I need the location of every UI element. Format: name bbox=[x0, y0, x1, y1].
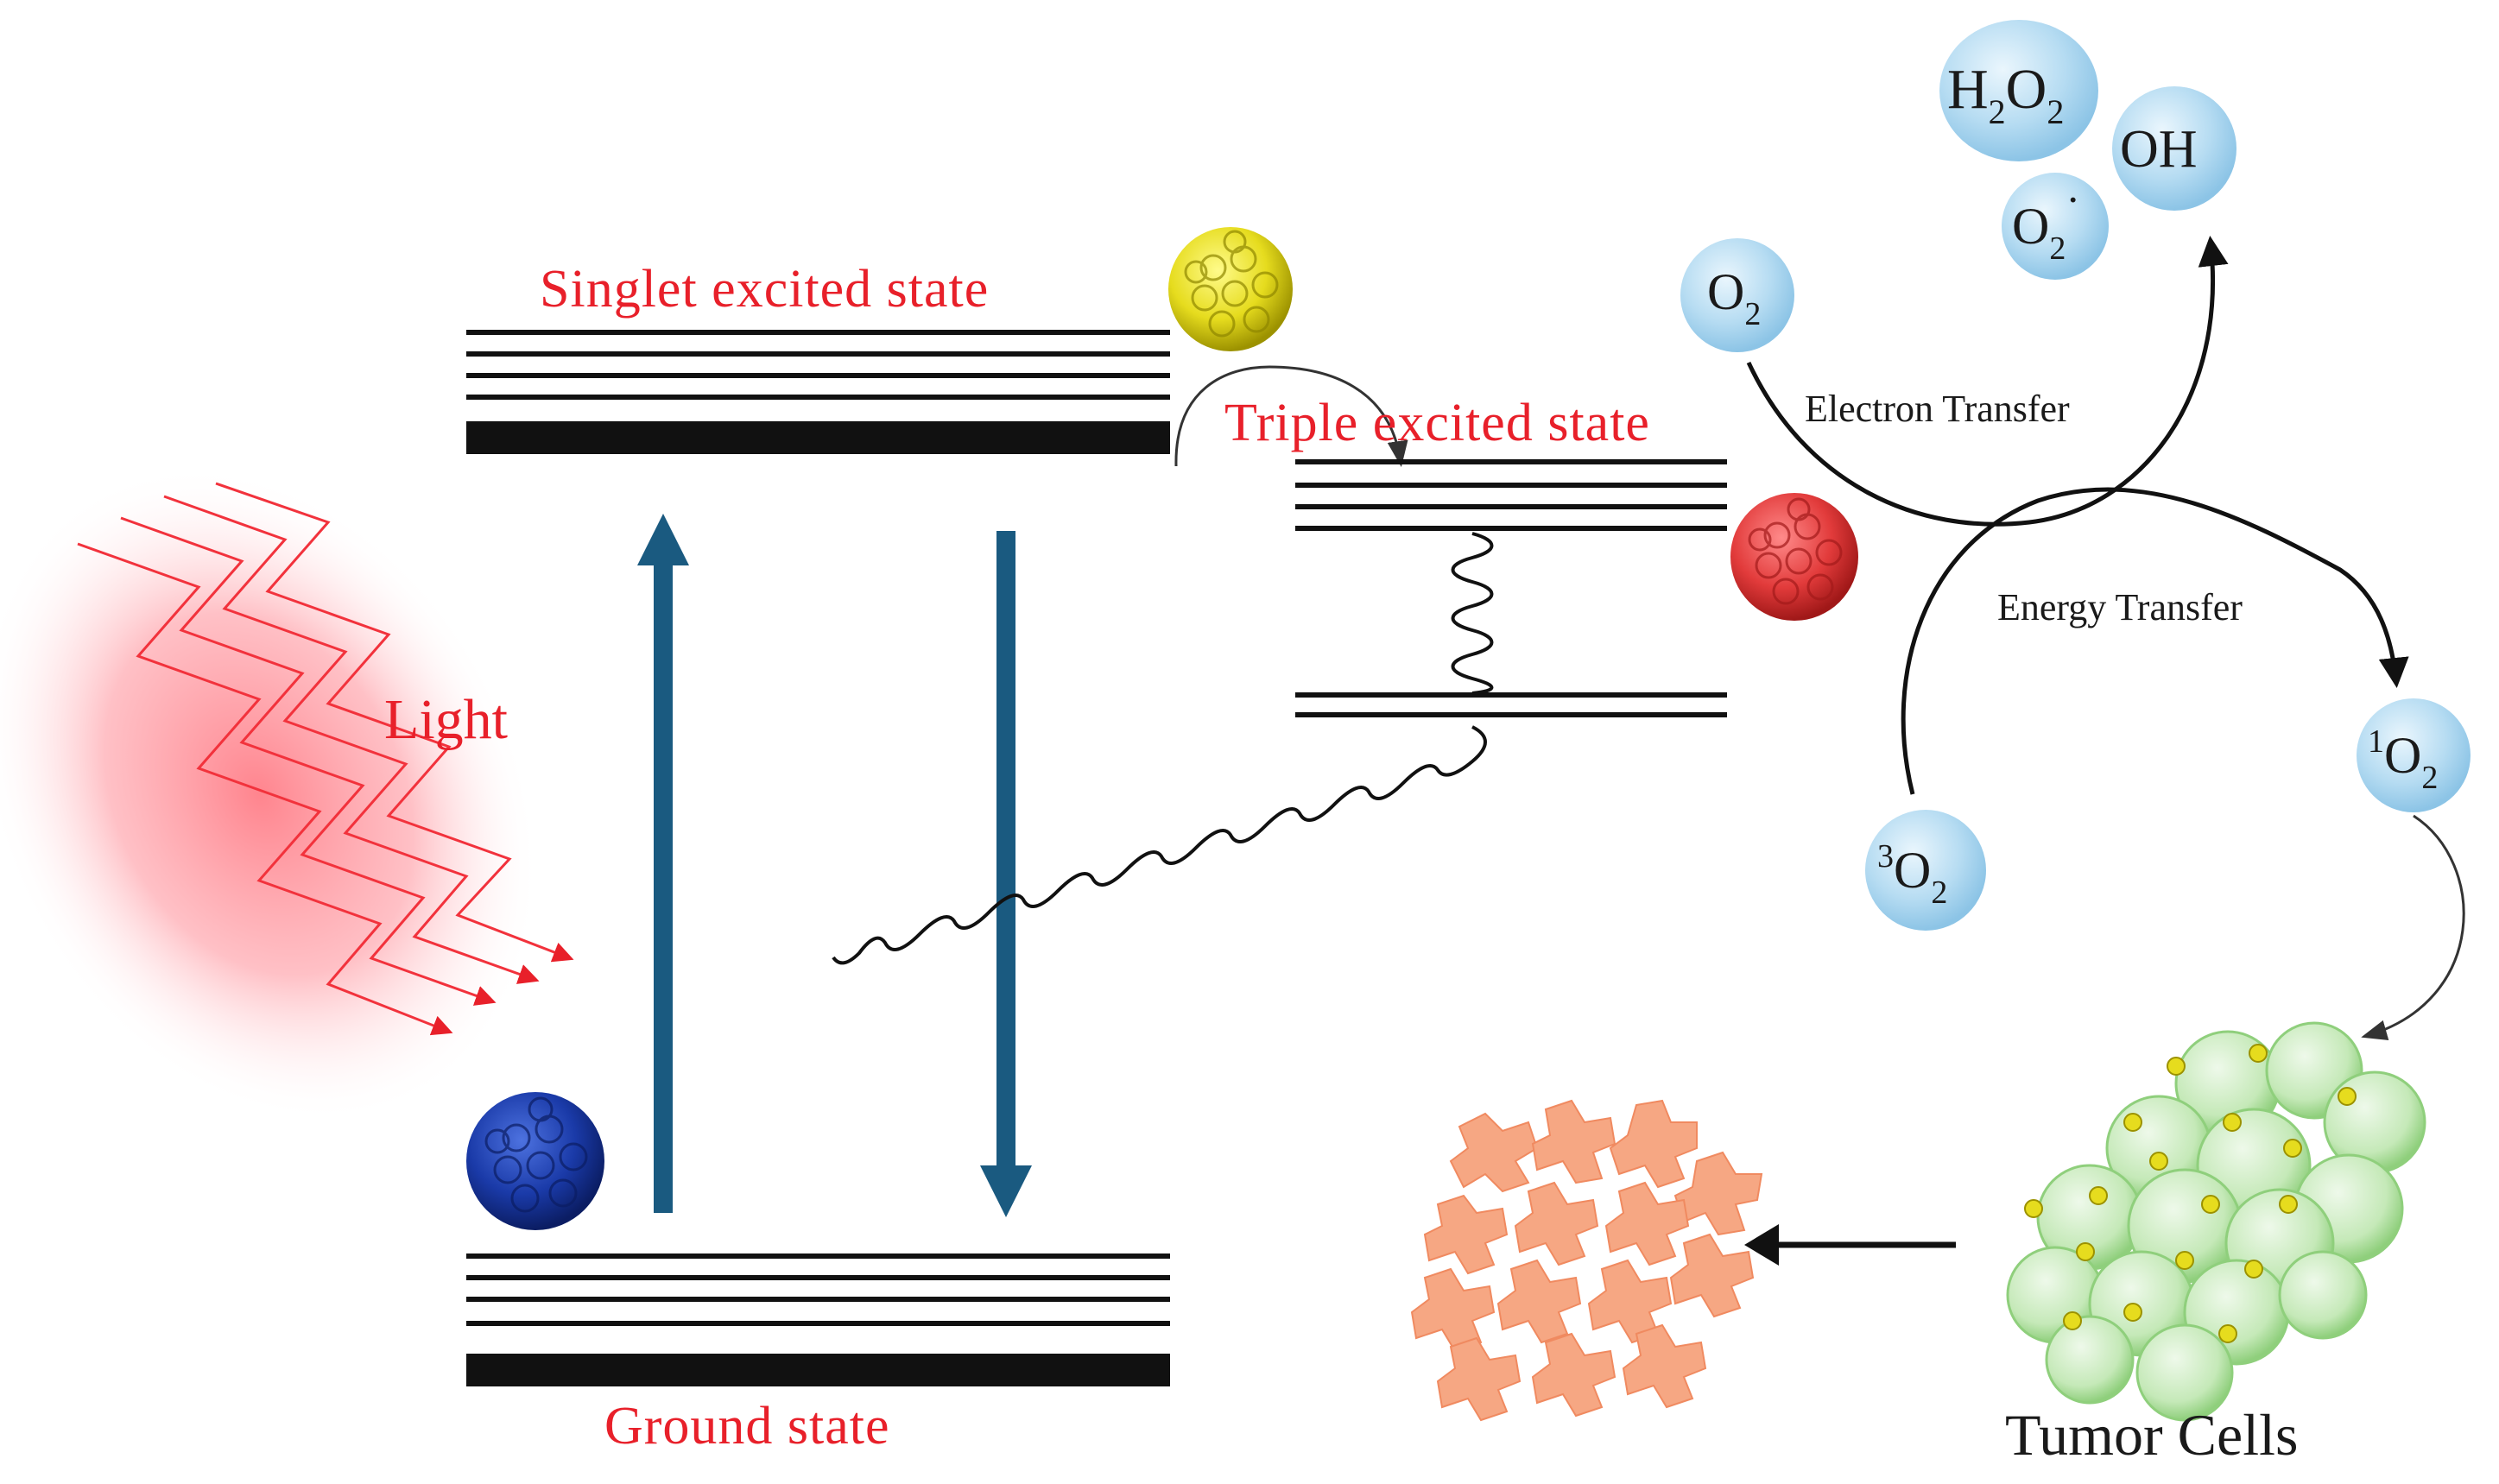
photosensitizer-dots bbox=[2024, 1044, 2357, 1343]
svg-text:O2: O2 bbox=[1707, 263, 1761, 332]
h2o2-sub2: 2 bbox=[2047, 92, 2064, 131]
electron-transfer-arrow bbox=[1746, 236, 2229, 527]
triplet-oxygen-pre: 3 bbox=[1877, 838, 1894, 875]
ground-state-label: Ground state bbox=[604, 1397, 890, 1456]
c60-fullerene-icon bbox=[466, 1092, 604, 1230]
svg-text:3O2: 3O2 bbox=[1877, 838, 1947, 911]
singlet-oxygen-bubble: 1O2 bbox=[2357, 698, 2471, 812]
energy-transfer-label: Energy Transfer bbox=[1997, 586, 2243, 628]
singlet-oxygen-o: O bbox=[2384, 727, 2421, 784]
singlet-oxygen-to-cells-arrow bbox=[2361, 814, 2465, 1040]
cell-death-arrow bbox=[1744, 1224, 1956, 1266]
energy-transfer-arrow bbox=[1901, 487, 2409, 795]
nonradiative-wave-vertical bbox=[1451, 532, 1494, 695]
triplet-energy-levels bbox=[1295, 459, 1727, 531]
dead-cell-debris-icon bbox=[1410, 1099, 1763, 1422]
superoxide-radical-dot: · bbox=[2066, 175, 2080, 224]
o2-o: O bbox=[1707, 263, 1744, 320]
o2-bubble: O2 bbox=[1680, 238, 1794, 352]
c60-fullerene-icon bbox=[1730, 493, 1858, 621]
oh-bubble: OH bbox=[2112, 86, 2236, 211]
triplet-lower-levels bbox=[1295, 692, 1727, 717]
ground-energy-levels bbox=[466, 1254, 1170, 1386]
singlet-oxygen-sub: 2 bbox=[2421, 760, 2438, 796]
svg-text:O2·: O2· bbox=[2012, 175, 2080, 267]
superoxide-bubble: O2· bbox=[2002, 173, 2109, 280]
superoxide-o: O bbox=[2012, 198, 2049, 255]
oh-text: OH bbox=[2120, 120, 2198, 179]
h2o2-sub1: 2 bbox=[1989, 92, 2006, 131]
tumor-cells-label: Tumor Cells bbox=[2005, 1402, 2298, 1468]
h2o2-bubble: H2O2 bbox=[1939, 20, 2098, 161]
triplet-state-label: Triple excited state bbox=[1224, 394, 1650, 452]
tumor-cell-cluster-icon bbox=[2006, 1021, 2426, 1422]
intersystem-crossing-arrow bbox=[1174, 365, 1408, 467]
phosphorescence-wave bbox=[832, 725, 1487, 965]
c60-fullerene-icon bbox=[1168, 227, 1293, 351]
superoxide-sub: 2 bbox=[2049, 230, 2066, 267]
light-wave-icon bbox=[0, 465, 574, 1123]
h2o2-h: H bbox=[1947, 58, 1989, 121]
singlet-oxygen-pre: 1 bbox=[2368, 723, 2384, 760]
excitation-arrow bbox=[637, 514, 689, 1213]
electron-transfer-label: Electron Transfer bbox=[1805, 388, 2070, 430]
relaxation-arrow bbox=[980, 531, 1032, 1217]
svg-text:1O2: 1O2 bbox=[2368, 723, 2438, 796]
singlet-state-label: Singlet excited state bbox=[540, 260, 989, 319]
svg-text:H2O2: H2O2 bbox=[1947, 58, 2064, 131]
triplet-oxygen-bubble: 3O2 bbox=[1865, 810, 1986, 931]
o2-sub: 2 bbox=[1744, 296, 1761, 332]
triplet-oxygen-o: O bbox=[1894, 842, 1931, 899]
light-label: Light bbox=[384, 688, 508, 751]
h2o2-o: O bbox=[2006, 58, 2047, 121]
singlet-energy-levels bbox=[466, 330, 1170, 454]
triplet-oxygen-sub: 2 bbox=[1931, 875, 1947, 911]
